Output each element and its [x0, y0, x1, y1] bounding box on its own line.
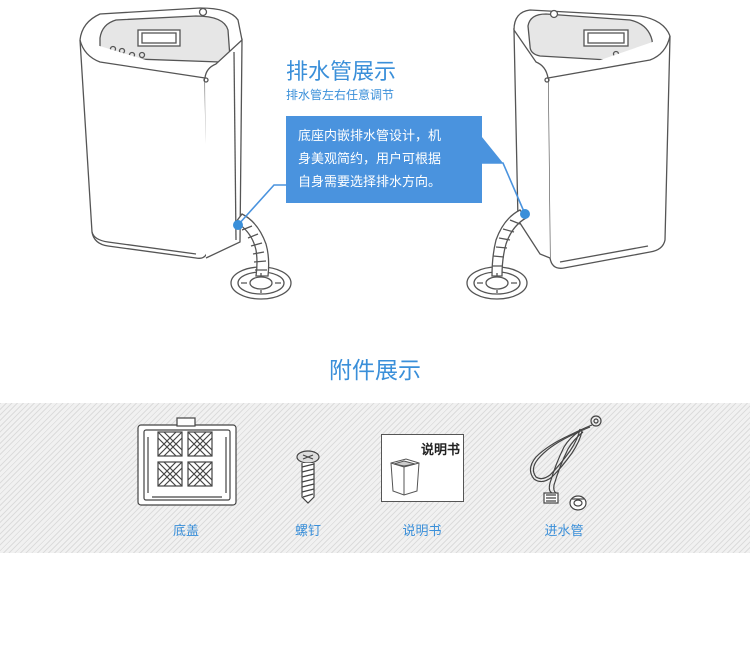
drain-section-title: 排水管展示	[286, 60, 397, 85]
callout-box	[286, 116, 482, 203]
callout-line: 底座内嵌排水管设计，机	[298, 129, 442, 144]
right-washing-machine-icon	[513, 9, 671, 269]
accessory-label-manual: 说明书	[402, 524, 442, 539]
drain-illustration	[79, 7, 671, 300]
inlet-hose-icon	[529, 415, 602, 511]
accessory-label-bottom-cover: 底盖	[172, 524, 199, 539]
callout-text: 底座内嵌排水管设计，机 身美观简约，用户可根据 自身需要选择排水方向。	[298, 125, 468, 194]
manual-washer-icon	[390, 458, 420, 496]
manual-icon: 说明书	[381, 434, 464, 502]
callout-line: 自身需要选择排水方向。	[298, 175, 442, 190]
accessories-section-title: 附件展示	[329, 358, 421, 384]
accessory-label-inlet-hose: 进水管	[544, 524, 584, 539]
manual-cover-text: 说明书	[420, 443, 460, 458]
callout-line: 身美观简约，用户可根据	[298, 152, 442, 167]
accessory-label-screw: 螺钉	[294, 524, 321, 539]
bottom-cover-icon	[137, 417, 237, 506]
right-drain-hose-icon	[466, 209, 528, 300]
accessories-band: 底盖 螺钉 说明书 说明书	[0, 403, 750, 553]
drain-section-subtitle: 排水管左右任意调节	[286, 88, 395, 102]
screw-icon	[296, 450, 320, 504]
left-drain-hose-icon	[230, 213, 292, 300]
left-washing-machine-icon	[79, 7, 243, 259]
